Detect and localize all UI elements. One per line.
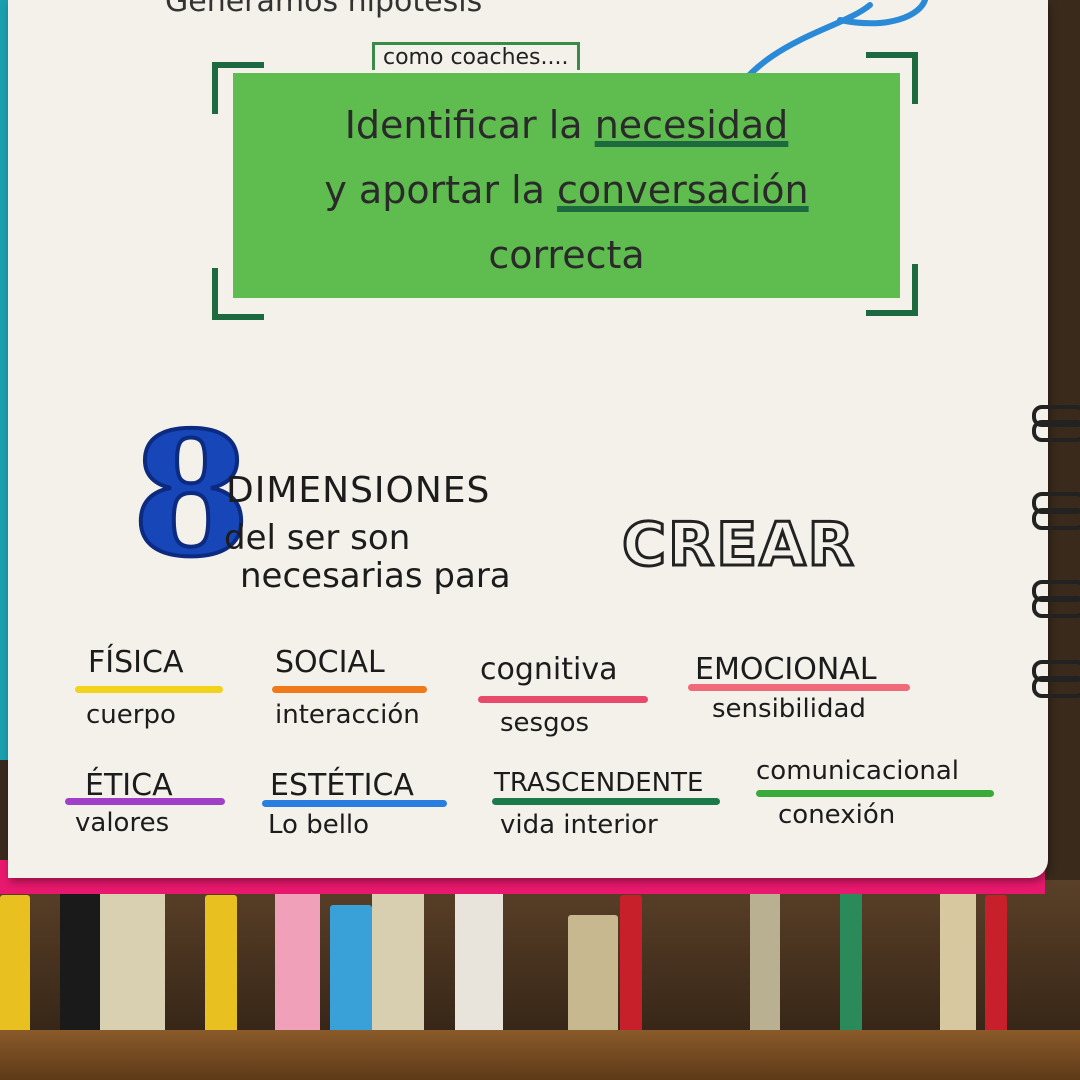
title-crear: CREAR bbox=[621, 509, 856, 582]
dimension-bar bbox=[478, 696, 648, 703]
bracket-top-left bbox=[212, 62, 264, 114]
dimension-name: TRASCENDENTE bbox=[494, 768, 704, 798]
dimension-name: cognitiva bbox=[480, 652, 618, 687]
title-line-3: necesarias para bbox=[240, 556, 511, 596]
dimension-sub: valores bbox=[75, 808, 170, 838]
dimension-bar bbox=[688, 684, 910, 691]
dimension-bar bbox=[492, 798, 720, 805]
spiral-ring bbox=[1032, 508, 1080, 530]
spiral-ring bbox=[1032, 580, 1080, 602]
dimension-sub: Lo bello bbox=[268, 810, 370, 840]
spiral-ring bbox=[1032, 405, 1080, 427]
dimension-name: ÉTICA bbox=[85, 768, 173, 803]
spiral-ring bbox=[1032, 596, 1080, 618]
dimension-bar bbox=[262, 800, 447, 807]
box-line-1-text: Identificar la necesidad bbox=[344, 103, 789, 147]
box-line-3-text: correcta bbox=[488, 233, 645, 277]
dimension-name: EMOCIONAL bbox=[695, 652, 877, 687]
dimension-sub: sensibilidad bbox=[712, 694, 866, 724]
box-line-1: Identificar la necesidad bbox=[233, 103, 900, 147]
bracket-bottom-right bbox=[866, 264, 918, 316]
bracket-bottom-left bbox=[212, 268, 264, 320]
dimension-name: SOCIAL bbox=[275, 645, 385, 680]
box-line-2: y aportar la conversación bbox=[233, 168, 900, 212]
spiral-ring bbox=[1032, 492, 1080, 514]
dimension-sub: interacción bbox=[275, 700, 420, 730]
dimension-sub: sesgos bbox=[500, 708, 590, 738]
bracket-top-right bbox=[866, 52, 918, 104]
box-line-3: correcta bbox=[233, 233, 900, 277]
dimension-bar bbox=[756, 790, 994, 797]
big-number-8: 8 bbox=[130, 393, 252, 597]
dimension-sub: vida interior bbox=[500, 810, 658, 840]
coaches-label: como coaches.... bbox=[372, 42, 580, 70]
title-line-1: DIMENSIONES bbox=[226, 470, 491, 511]
dimension-name: comunicacional bbox=[756, 756, 959, 786]
spiral-ring bbox=[1032, 420, 1080, 442]
dimension-bar bbox=[75, 686, 223, 693]
spiral-ring bbox=[1032, 676, 1080, 698]
box-line-2-text: y aportar la conversación bbox=[324, 168, 809, 212]
title-line-2: del ser son bbox=[224, 518, 411, 558]
top-text: Generamos hipótesis bbox=[165, 0, 483, 19]
dimension-bar bbox=[272, 686, 427, 693]
dimension-sub: conexión bbox=[778, 800, 896, 830]
dimension-name: FÍSICA bbox=[88, 645, 184, 680]
dimension-bar bbox=[65, 798, 225, 805]
green-box: Identificar la necesidad y aportar la co… bbox=[233, 73, 900, 298]
dimension-sub: cuerpo bbox=[86, 700, 176, 730]
dimension-name: ESTÉTICA bbox=[270, 768, 414, 803]
spiral-ring bbox=[1032, 660, 1080, 682]
bookshelf bbox=[0, 880, 1080, 1080]
teal-notebook-edge bbox=[0, 0, 10, 760]
